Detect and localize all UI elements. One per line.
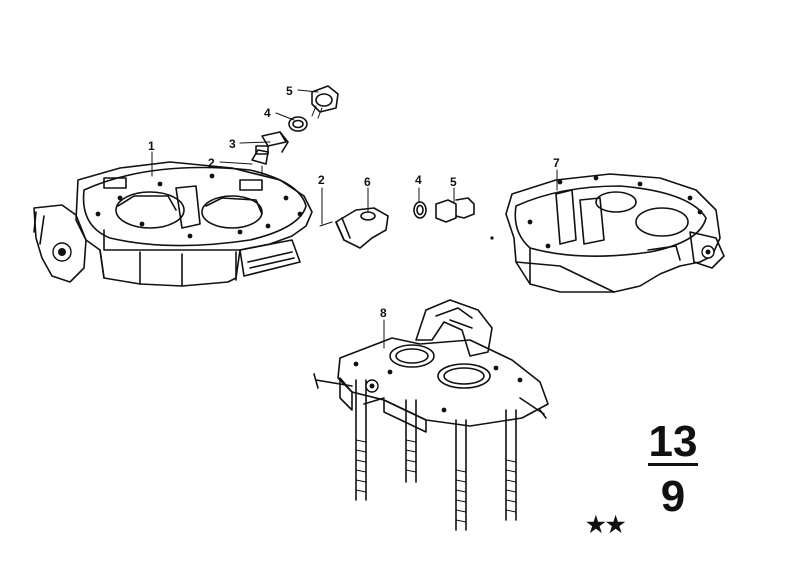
part-4-washer-middle (413, 201, 427, 219)
part-2-jet-middle (319, 221, 333, 227)
group-ref-denominator: 9 (661, 472, 685, 521)
callout-7: 7 (553, 156, 560, 170)
part-2-jet-upper (251, 145, 269, 177)
part-5-plug-screw-upper (311, 85, 339, 119)
group-ref-numerator: 13 (649, 417, 698, 466)
leader-2a (219, 161, 253, 165)
part-1-carburetor-body (33, 161, 313, 287)
part-8-flange-with-studs (313, 299, 549, 531)
callout-2a: 2 (208, 156, 215, 170)
callouts: 1 2 3 4 5 2 6 4 5 7 8 (148, 84, 560, 320)
callout-3: 3 (229, 137, 236, 151)
callout-2b: 2 (318, 173, 325, 187)
part-5-plug-screw-middle (435, 197, 475, 223)
callout-5a: 5 (286, 84, 293, 98)
callout-5b: 5 (450, 175, 457, 189)
leader-4a (275, 112, 295, 121)
callout-6: 6 (364, 175, 371, 189)
leader-5a (297, 89, 319, 93)
leader-lines (151, 89, 558, 349)
callout-1: 1 (148, 139, 155, 153)
group-ref-divider (648, 463, 698, 466)
rating-stars: ★★ (586, 512, 626, 537)
leader-3 (239, 141, 271, 144)
group-reference: 13 9 (648, 417, 698, 521)
callout-4b: 4 (415, 173, 422, 187)
callout-4a: 4 (264, 106, 271, 120)
part-3-jet-holder (261, 131, 289, 153)
part-6-banjo-fitting (335, 207, 389, 249)
part-4-washer-upper (288, 116, 308, 132)
part-7-carburetor-cover (490, 173, 725, 293)
callout-8: 8 (380, 306, 387, 320)
